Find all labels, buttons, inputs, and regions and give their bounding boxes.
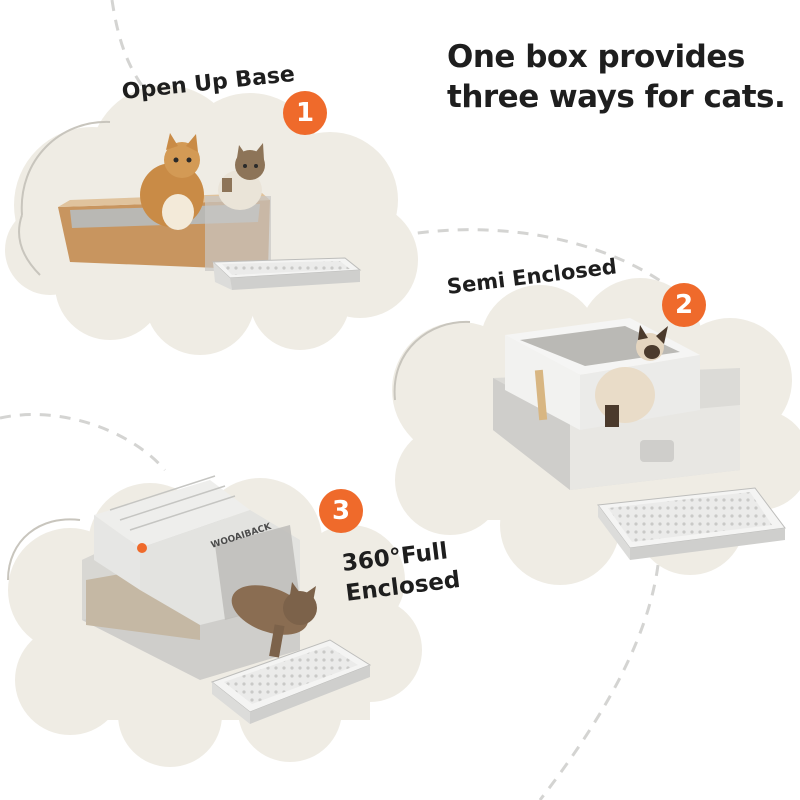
open-up-base-litter-box [58, 133, 362, 290]
step-badge-1: 1 [283, 91, 327, 135]
headline-line-2: three ways for cats. [447, 79, 786, 115]
headline-line-1: One box provides [447, 39, 745, 75]
litter-mat-2 [597, 487, 786, 560]
cat-orange-sitting [140, 133, 204, 230]
cat-tabby-exiting [231, 582, 317, 658]
dashed-connector-lines [0, 0, 663, 800]
step-badge-2: 2 [662, 283, 706, 327]
headline: One box provides three ways for cats. [447, 37, 786, 117]
indicator-light [137, 543, 147, 553]
semi-enclosed-litter-box [493, 318, 786, 560]
litter-mat-3 [210, 639, 372, 724]
litter-mat-1 [211, 257, 362, 290]
full-enclosed-litter-box: WOOAIBACK [82, 475, 372, 724]
cat-siamese-sitting [595, 325, 668, 427]
step-badge-3: 3 [319, 489, 363, 533]
cat-tabby-sitting [218, 143, 265, 210]
